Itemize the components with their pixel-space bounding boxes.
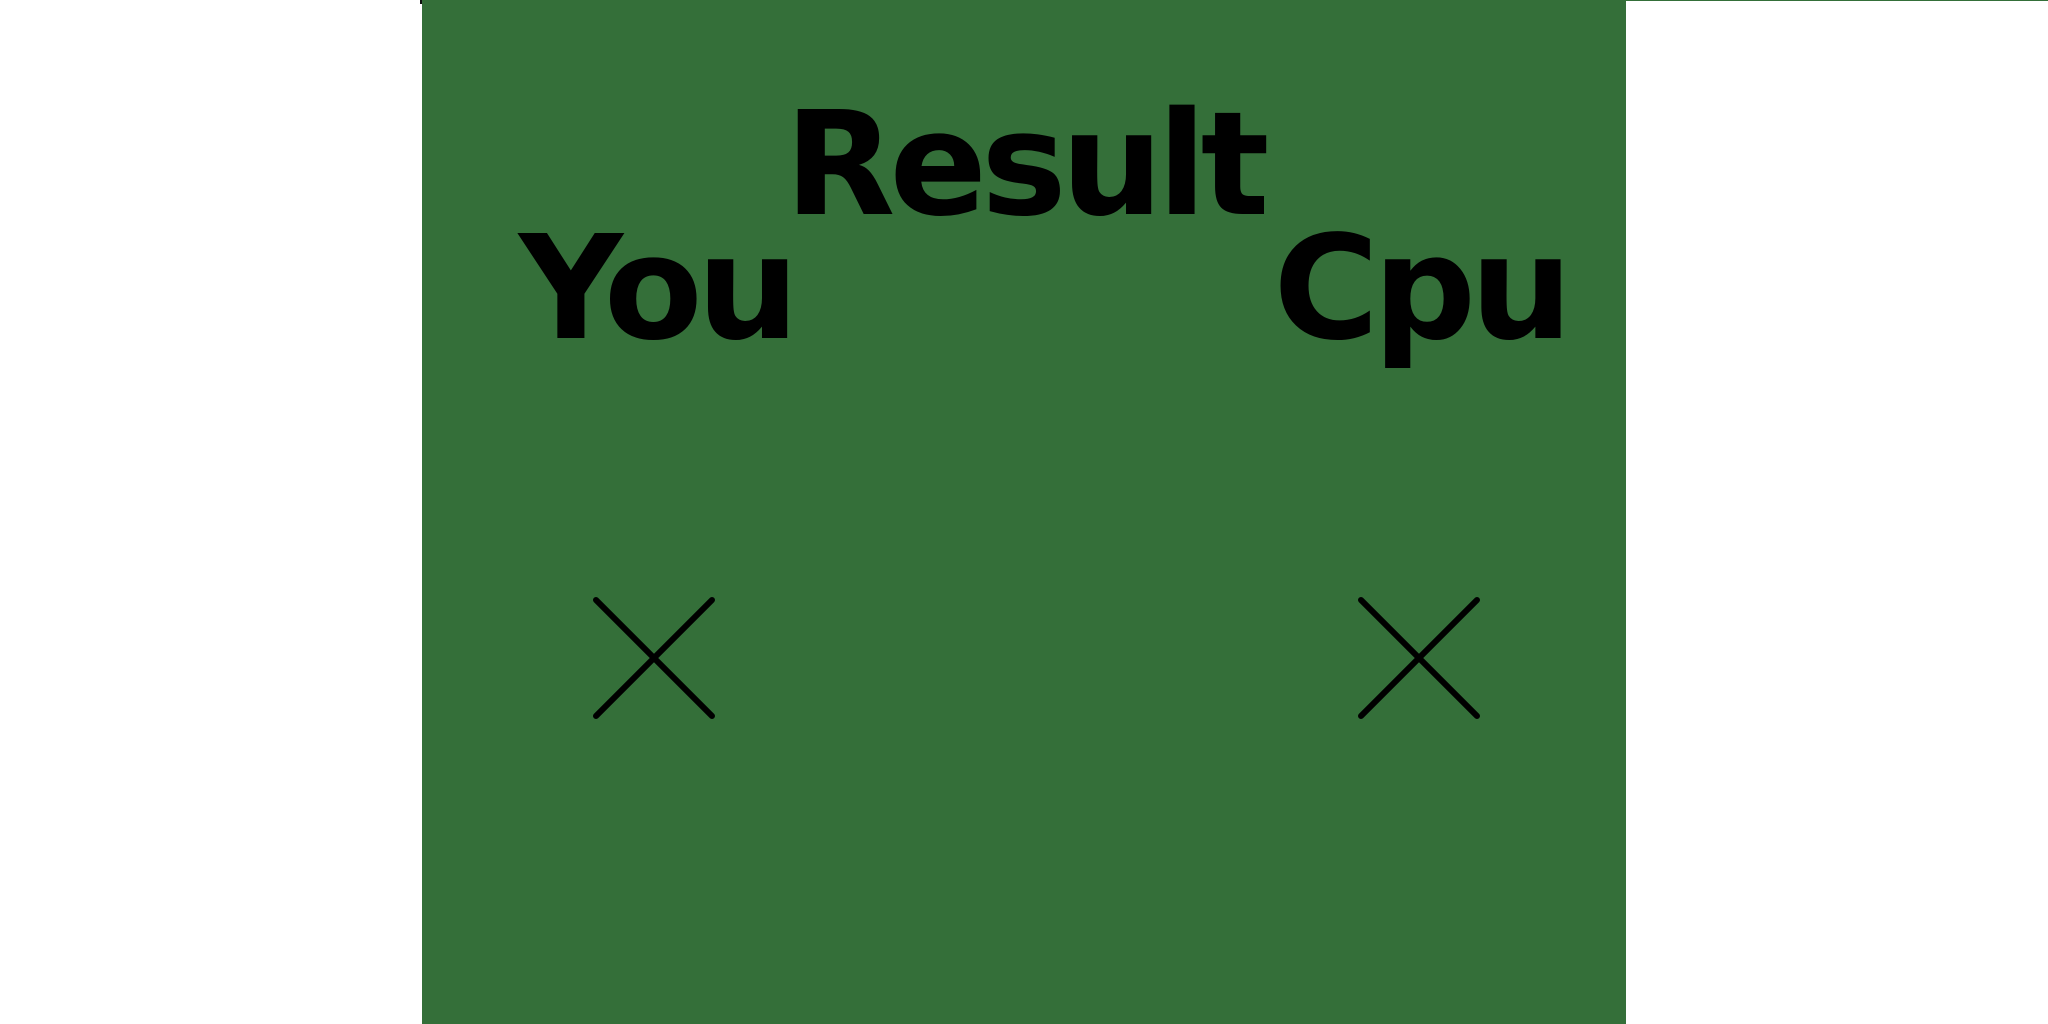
close-icon-svg xyxy=(593,597,715,719)
result-title: Result xyxy=(784,80,1270,249)
top-edge-line xyxy=(1626,0,2048,1)
close-icon xyxy=(1355,594,1483,722)
close-icon-strokes xyxy=(593,597,715,719)
close-icon xyxy=(590,594,718,722)
close-icon-svg xyxy=(1358,597,1480,719)
close-icon-strokes xyxy=(1358,597,1480,719)
result-panel: Result You Cpu xyxy=(422,0,1626,1024)
cpu-label: Cpu xyxy=(1273,204,1572,372)
corner-mark xyxy=(420,0,422,4)
you-label: You xyxy=(518,204,800,372)
